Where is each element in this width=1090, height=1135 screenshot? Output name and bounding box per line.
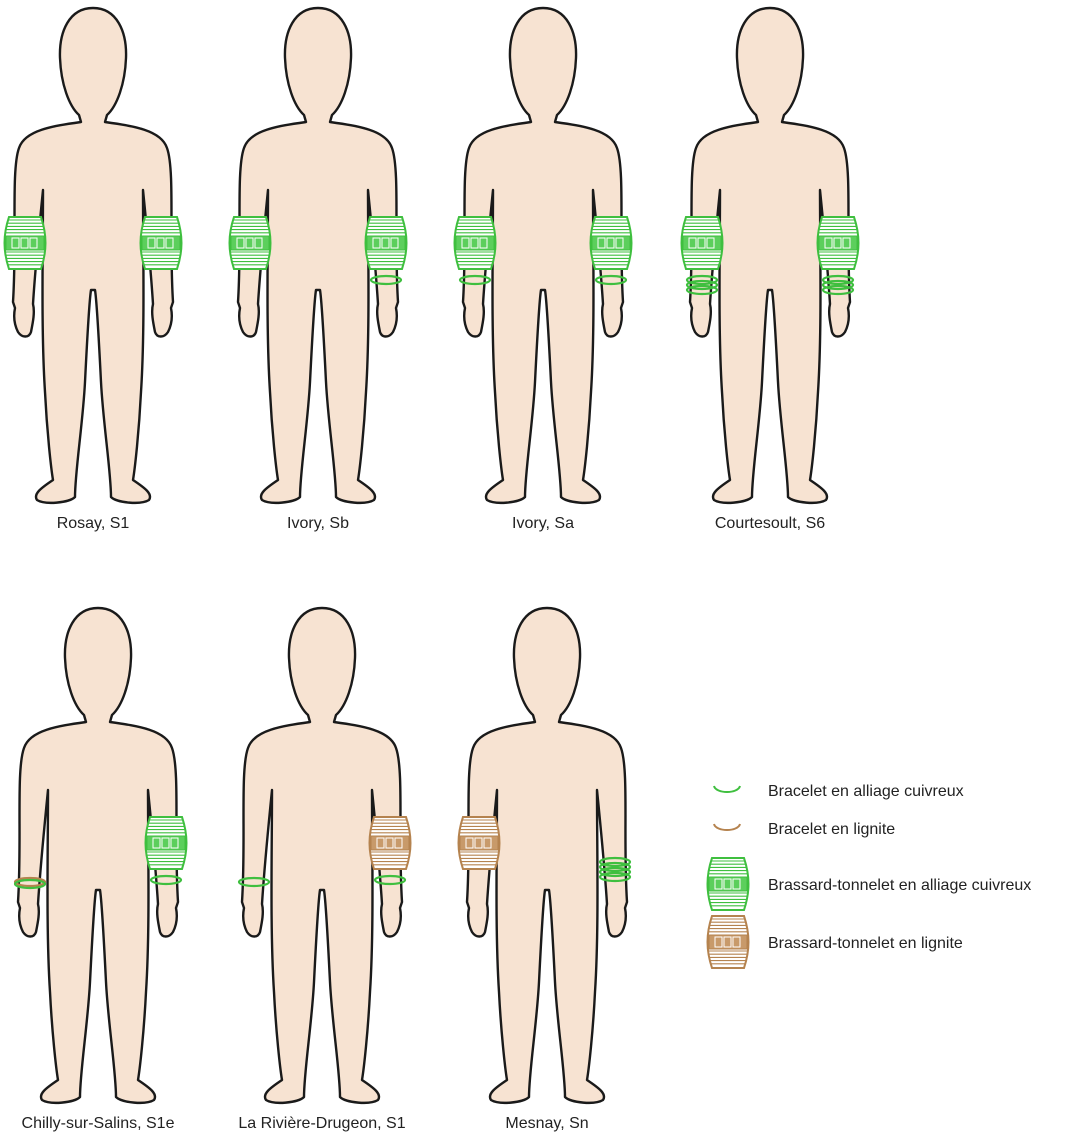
legend-item: Brassard-tonnelet en lignite [707, 916, 963, 968]
figure: Rosay, S1 [4, 8, 182, 532]
right-brassard [817, 217, 859, 269]
figure-label: La Rivière-Drugeon, S1 [238, 1115, 405, 1132]
right-brassard [365, 217, 407, 269]
left-brassard [458, 817, 500, 869]
legend-item: Bracelet en alliage cuivreux [714, 783, 964, 800]
figure-label: Courtesoult, S6 [715, 515, 825, 532]
right-brassard [369, 817, 411, 869]
right-brassard [140, 217, 182, 269]
left-brassard [681, 217, 723, 269]
legend-label: Bracelet en lignite [768, 821, 895, 838]
legend-label: Brassard-tonnelet en alliage cuivreux [768, 877, 1031, 894]
left-brassard [454, 217, 496, 269]
brassard-icon [707, 916, 749, 968]
figure: Ivory, Sa [454, 8, 632, 532]
figure-label: Chilly-sur-Salins, S1e [22, 1115, 175, 1132]
figure: Courtesoult, S6 [681, 8, 859, 532]
figure: Ivory, Sb [229, 8, 407, 532]
figure-label: Ivory, Sa [512, 515, 574, 532]
brassard-icon [707, 858, 749, 910]
bracelet-icon [714, 824, 740, 830]
figure: La Rivière-Drugeon, S1 [238, 608, 411, 1132]
figure-label: Ivory, Sb [287, 515, 349, 532]
figure-label: Mesnay, Sn [505, 1115, 588, 1132]
legend-label: Bracelet en alliage cuivreux [768, 783, 964, 800]
right-brassard [145, 817, 187, 869]
legend-item: Brassard-tonnelet en alliage cuivreux [707, 858, 1031, 910]
left-brassard [229, 217, 271, 269]
bracelet-icon [714, 786, 740, 792]
figure-label: Rosay, S1 [57, 515, 130, 532]
left-brassard [4, 217, 46, 269]
legend-item: Bracelet en lignite [714, 821, 895, 838]
figure: Mesnay, Sn [458, 608, 630, 1132]
figure: Chilly-sur-Salins, S1e [15, 608, 187, 1132]
legend-label: Brassard-tonnelet en lignite [768, 935, 963, 952]
right-brassard [590, 217, 632, 269]
